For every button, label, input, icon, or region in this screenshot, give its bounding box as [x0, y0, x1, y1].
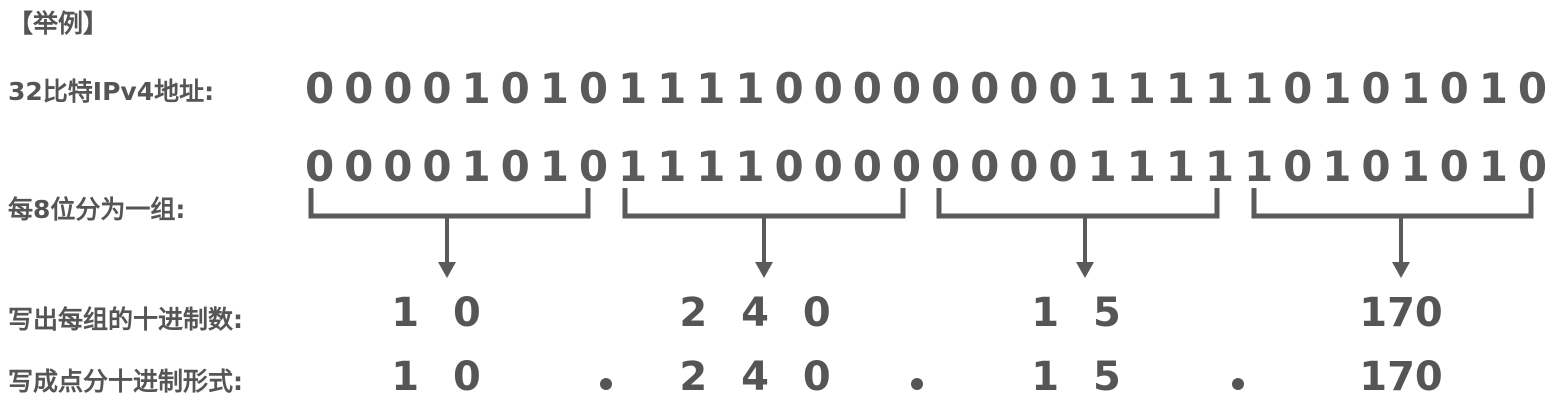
- address-bit: 1: [1087, 64, 1117, 113]
- group-bracket: [622, 188, 906, 219]
- address-bit: 0: [344, 64, 374, 113]
- octet-decimal: 170: [1359, 290, 1443, 336]
- address-bit: 0: [774, 64, 804, 113]
- group-bit: 0: [1439, 142, 1469, 191]
- group-bracket: [936, 188, 1220, 219]
- address-bit: 0: [930, 64, 961, 113]
- address-bit: 0: [500, 64, 530, 113]
- group-bit: 0: [1283, 142, 1313, 191]
- address-bit: 1: [735, 64, 765, 113]
- address-bit: 1: [1400, 64, 1430, 113]
- group-bit: 0: [852, 142, 882, 191]
- decimal-label: 写出每组的十进制数:: [8, 305, 243, 334]
- dotted-octet: 170: [1359, 354, 1443, 400]
- address-bit: 0: [1009, 64, 1039, 113]
- group-bit: 0: [930, 142, 961, 191]
- group-bit: 0: [970, 142, 1000, 191]
- group-bit: 0: [774, 142, 804, 191]
- dotted-octet: 2 4 0: [679, 354, 841, 400]
- group-bit: 1: [1087, 142, 1117, 191]
- address-bit: 1: [539, 64, 569, 113]
- dot-separator: [911, 378, 923, 390]
- address-bit: 0: [1439, 64, 1469, 113]
- address-bit: 1: [1243, 64, 1274, 113]
- group-bit: 1: [696, 142, 726, 191]
- group-bit: 1: [461, 142, 491, 191]
- group-bit: 1: [1204, 142, 1235, 191]
- octet-decimal: 2 4 0: [679, 290, 841, 336]
- arrow-down-icon: [755, 262, 773, 278]
- group-bit: 1: [735, 142, 765, 191]
- group-bit: 0: [1517, 142, 1548, 191]
- group-bit: 1: [1243, 142, 1274, 191]
- group-bit: 0: [1048, 142, 1078, 191]
- group-bit: 0: [813, 142, 843, 191]
- address-bit: 0: [578, 64, 609, 113]
- address-bit: 1: [1478, 64, 1508, 113]
- address-bit: 1: [657, 64, 687, 113]
- group-bit: 1: [617, 142, 648, 191]
- address-label: 32比特IPv4地址:: [8, 77, 215, 106]
- address-bit: 0: [422, 64, 452, 113]
- group-bit: 1: [539, 142, 569, 191]
- group-bit: 0: [1009, 142, 1039, 191]
- group-bit: 0: [304, 142, 335, 191]
- address-bit: 1: [696, 64, 726, 113]
- address-bit: 0: [852, 64, 882, 113]
- example-title: 【举例】: [8, 9, 109, 38]
- arrow-down-icon: [1076, 262, 1094, 278]
- address-bit: 1: [1204, 64, 1235, 113]
- arrow-down-icon: [1392, 262, 1410, 278]
- group-bracket: [308, 188, 591, 219]
- address-bit: 1: [1322, 64, 1352, 113]
- group-bit: 1: [657, 142, 687, 191]
- octet-decimal: 1 0: [391, 290, 491, 336]
- group-bit: 1: [1478, 142, 1508, 191]
- group-bit: 0: [891, 142, 922, 191]
- group-bit: 0: [344, 142, 374, 191]
- group-bit: 0: [578, 142, 609, 191]
- group-label: 每8位分为一组:: [8, 195, 186, 224]
- address-bit: 0: [891, 64, 922, 113]
- address-bit: 0: [1517, 64, 1548, 113]
- address-bit: 1: [1165, 64, 1195, 113]
- address-bit: 0: [1361, 64, 1391, 113]
- address-bit: 0: [304, 64, 335, 113]
- group-bit: 0: [500, 142, 530, 191]
- group-bit: 0: [1361, 142, 1391, 191]
- group-bit: 1: [1165, 142, 1195, 191]
- address-bit: 0: [1283, 64, 1313, 113]
- address-bit: 0: [970, 64, 1000, 113]
- group-bit: 1: [1400, 142, 1430, 191]
- address-bit: 1: [1126, 64, 1156, 113]
- address-bit: 1: [461, 64, 491, 113]
- arrow-down-icon: [438, 262, 456, 278]
- group-bit: 0: [383, 142, 413, 191]
- address-bit: 0: [813, 64, 843, 113]
- dot-separator: [1232, 378, 1244, 390]
- address-bit: 0: [383, 64, 413, 113]
- group-bit: 1: [1322, 142, 1352, 191]
- group-bit: 0: [422, 142, 452, 191]
- address-bit: 0: [1048, 64, 1078, 113]
- dot-separator: [600, 378, 612, 390]
- group-bracket: [1251, 188, 1534, 219]
- dotted-octet: 1 0: [391, 354, 491, 400]
- address-bit: 1: [617, 64, 648, 113]
- octet-decimal: 1 5: [1031, 290, 1131, 336]
- dotted-octet: 1 5: [1031, 354, 1131, 400]
- dotted-label: 写成点分十进制形式:: [8, 367, 243, 396]
- group-bit: 1: [1126, 142, 1156, 191]
